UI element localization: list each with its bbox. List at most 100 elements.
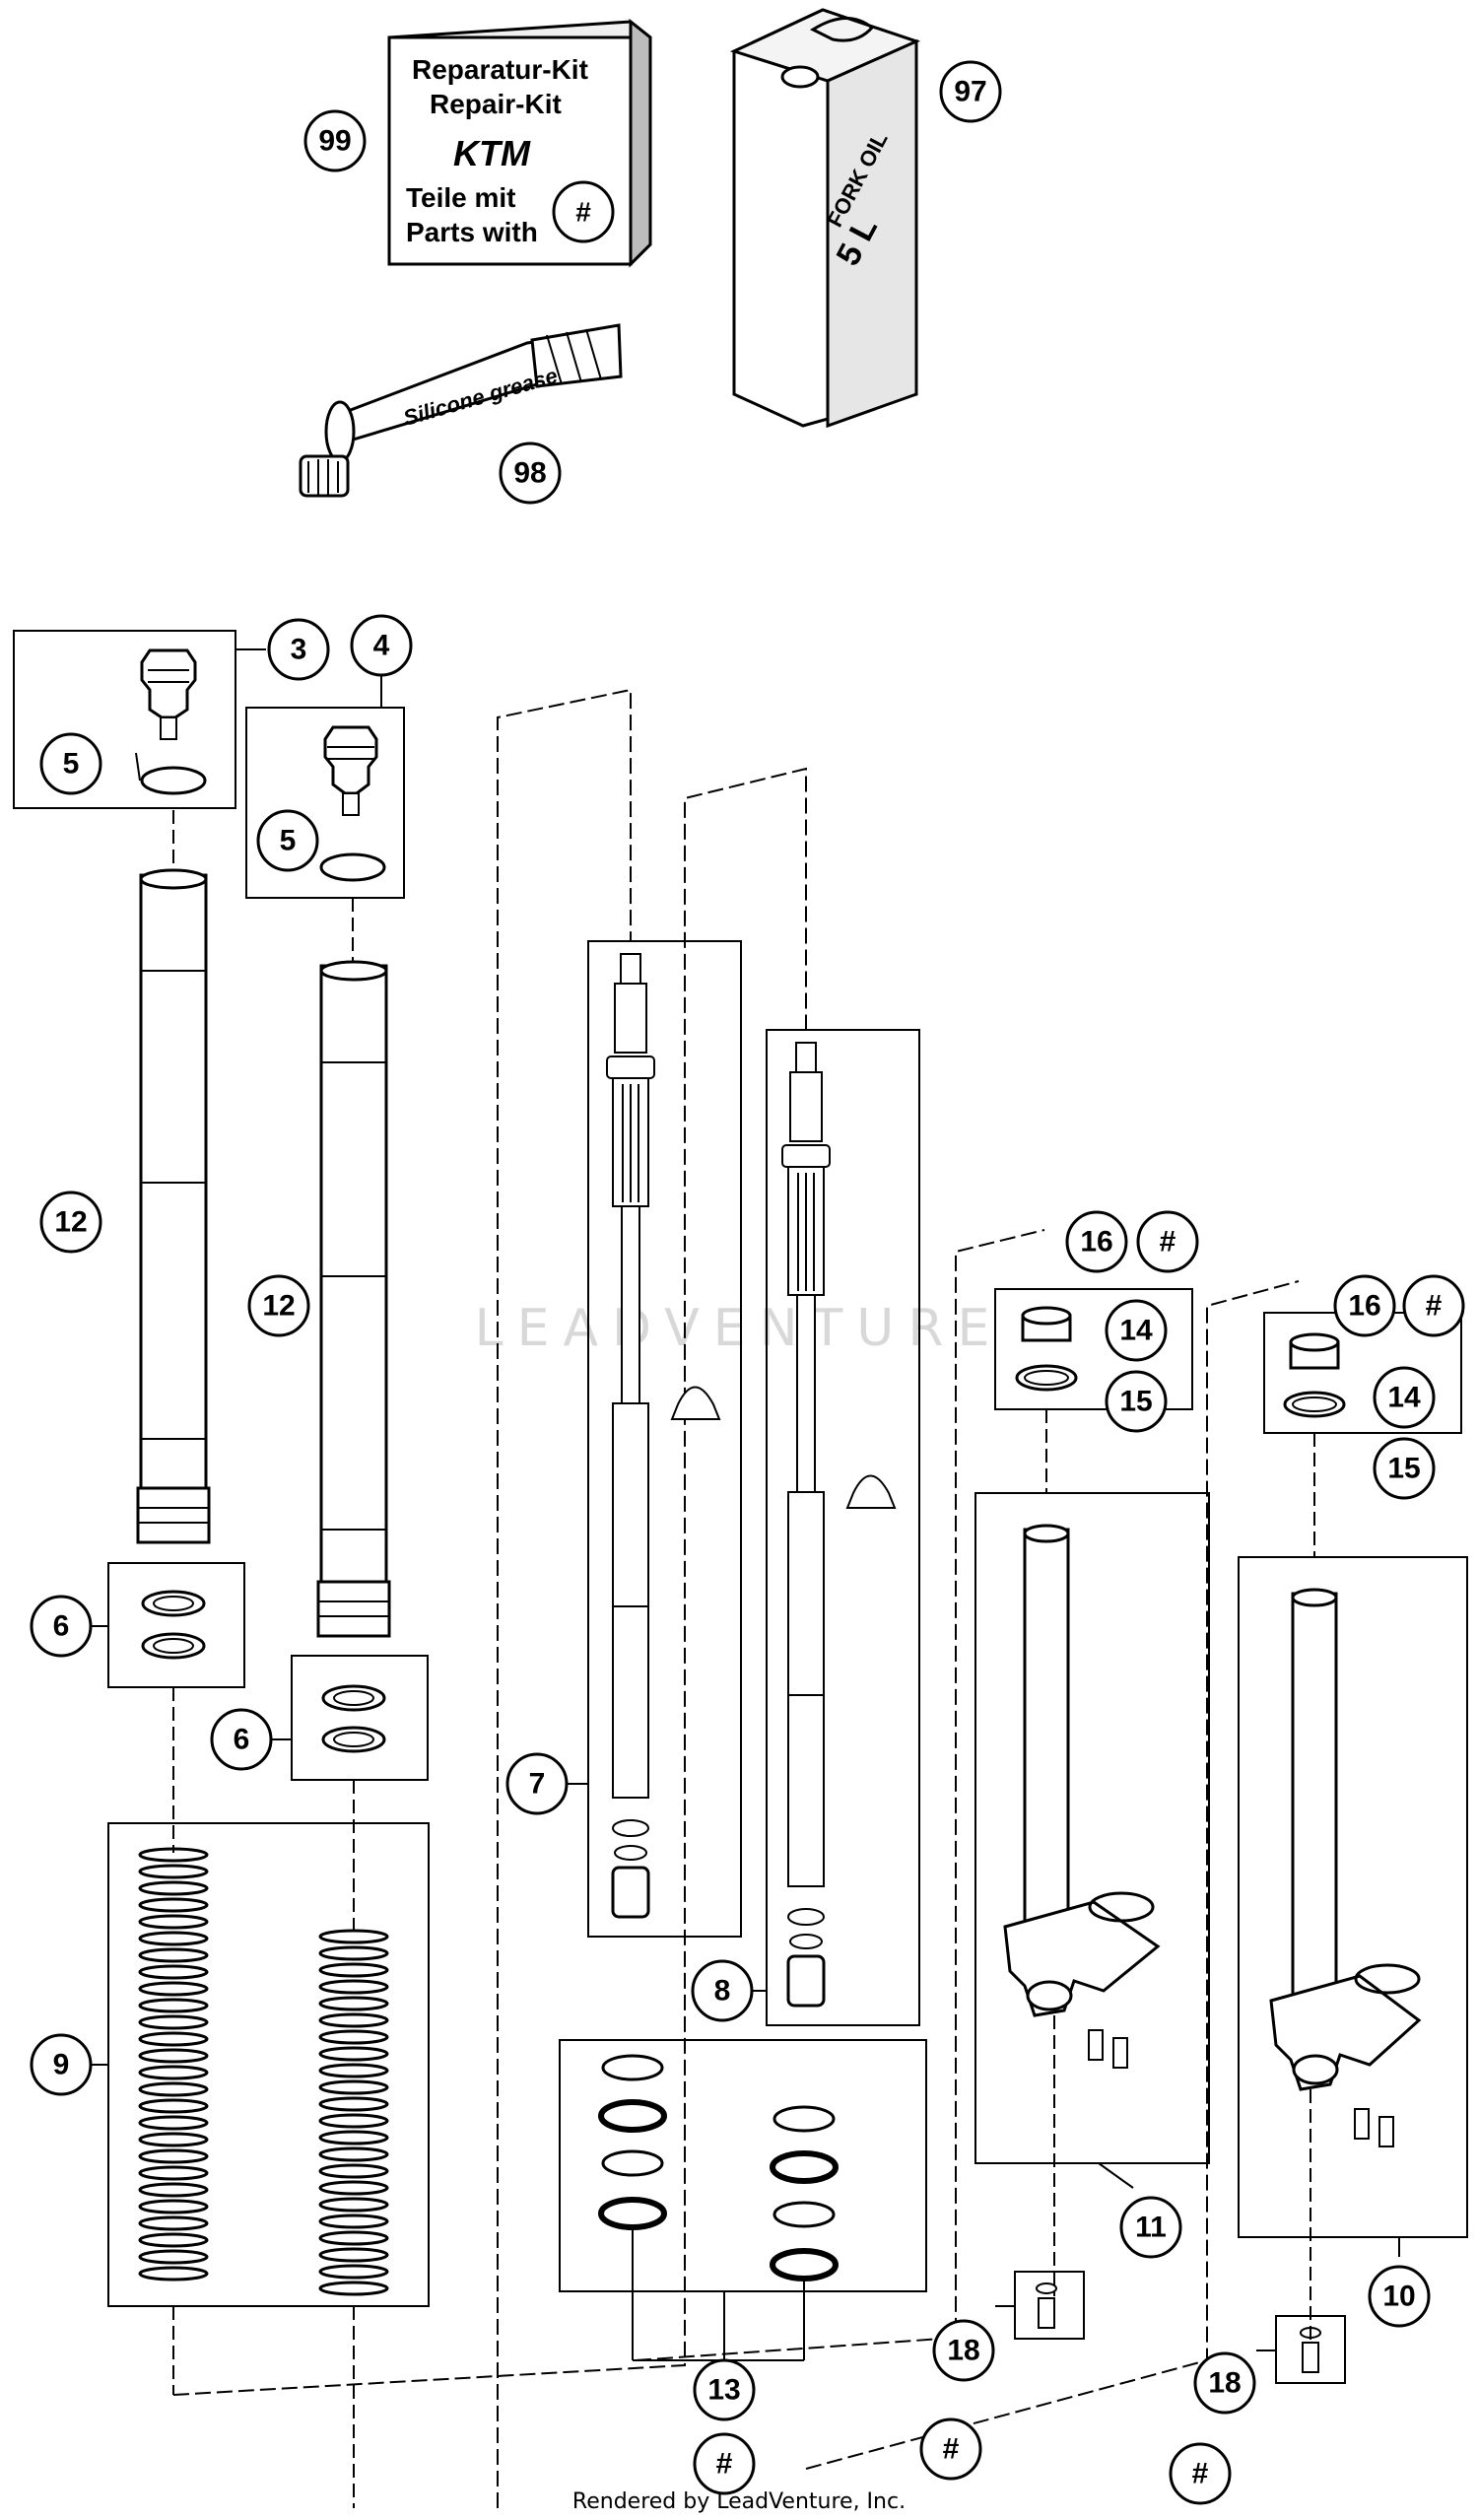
spring-coil xyxy=(138,2098,209,2114)
kit-hash: # xyxy=(575,197,591,228)
svg-text:11: 11 xyxy=(1135,2212,1167,2244)
callout-hash-16-a: # xyxy=(1136,1210,1199,1273)
spring-coil xyxy=(138,1931,209,1946)
callout-99: 99 xyxy=(303,109,367,172)
svg-text:6: 6 xyxy=(53,1610,70,1643)
spring-coil xyxy=(318,2214,389,2229)
spring-coil xyxy=(138,2249,209,2265)
callout-hash-c: # xyxy=(1169,2442,1232,2505)
svg-text:10: 10 xyxy=(1382,2281,1415,2313)
spring-coil xyxy=(138,2165,209,2181)
callout-11: 11 xyxy=(1119,2196,1182,2259)
callout-16-a: 16 xyxy=(1065,1210,1128,1273)
callout-97: 97 xyxy=(939,60,1002,123)
grease-tube: Silicone grease xyxy=(299,323,623,498)
callout-18-a: 18 xyxy=(932,2319,995,2382)
spring-coil xyxy=(318,2063,389,2078)
spring-coil xyxy=(318,2281,389,2296)
spring-coil xyxy=(318,2247,389,2263)
spring-coil xyxy=(318,2163,389,2179)
svg-text:16: 16 xyxy=(1348,1290,1380,1323)
callout-8: 8 xyxy=(691,1959,754,2022)
svg-text:#: # xyxy=(716,2448,733,2481)
svg-text:6: 6 xyxy=(234,1724,250,1756)
spring-coil xyxy=(138,2031,209,2047)
svg-text:12: 12 xyxy=(262,1290,295,1323)
svg-text:3: 3 xyxy=(291,634,307,666)
spring-coil xyxy=(138,2182,209,2198)
spring-coil xyxy=(138,1880,209,1896)
spring-coil xyxy=(138,2132,209,2147)
callout-16-b: 16 xyxy=(1333,1274,1396,1337)
ktm-logo: KTM xyxy=(453,133,531,173)
seal-kit xyxy=(559,2039,927,2361)
svg-text:12: 12 xyxy=(54,1206,87,1239)
svg-text:13: 13 xyxy=(707,2374,740,2407)
spring-coil xyxy=(318,1996,389,2011)
callout-hash-16-b: # xyxy=(1402,1274,1465,1337)
svg-text:97: 97 xyxy=(954,76,986,108)
spring-coil xyxy=(138,1864,209,1879)
spring-coil xyxy=(138,2014,209,2030)
kit-title-de: Reparatur-Kit xyxy=(412,54,588,85)
svg-text:14: 14 xyxy=(1387,1382,1421,1414)
svg-text:5: 5 xyxy=(280,825,297,857)
svg-text:99: 99 xyxy=(318,125,351,158)
callout-98: 98 xyxy=(499,442,562,505)
spring-coil xyxy=(318,1945,389,1961)
spring-coil xyxy=(318,2113,389,2129)
callout-3: 3 xyxy=(267,618,330,681)
callout-14-a: 14 xyxy=(1105,1299,1168,1362)
svg-text:#: # xyxy=(943,2433,960,2466)
kit-parts-en: Parts with xyxy=(406,217,538,247)
spring-coil xyxy=(138,2115,209,2131)
callouts: 99 97 98 3 4 5 5 12 12 6 6 9 7 8 16 # 14… xyxy=(30,60,1465,2505)
damping-cartridges xyxy=(172,688,920,2508)
spring-coil xyxy=(318,2130,389,2145)
callout-15-b: 15 xyxy=(1373,1437,1436,1500)
callout-5-b: 5 xyxy=(256,809,319,872)
spring-coil xyxy=(138,2048,209,2064)
svg-text:98: 98 xyxy=(513,457,546,490)
spring-coil xyxy=(318,2197,389,2213)
spring-coil xyxy=(138,1897,209,1913)
footer-credit: Rendered by LeadVenture, Inc. xyxy=(572,2489,906,2514)
callout-10: 10 xyxy=(1368,2265,1431,2328)
callout-15-a: 15 xyxy=(1105,1370,1168,1433)
svg-text:#: # xyxy=(1160,1226,1176,1259)
svg-text:14: 14 xyxy=(1119,1315,1153,1347)
callout-9: 9 xyxy=(30,2033,93,2096)
callout-18-b: 18 xyxy=(1193,2351,1256,2415)
spring-coil xyxy=(138,1981,209,1997)
kit-parts-de: Teile mit xyxy=(406,182,516,213)
spring-coil xyxy=(318,2046,389,2062)
left-fork-assembly xyxy=(13,630,266,1853)
watermark: LEADVENTURE xyxy=(475,1299,1004,1358)
spring-coil xyxy=(138,1914,209,1930)
spring-coil xyxy=(138,1964,209,1980)
spring-coil xyxy=(138,2081,209,2097)
svg-text:#: # xyxy=(1426,1290,1443,1323)
svg-text:16: 16 xyxy=(1080,1226,1112,1259)
kit-title-en: Repair-Kit xyxy=(430,89,562,119)
spring-coil xyxy=(318,2180,389,2196)
svg-text:15: 15 xyxy=(1119,1386,1152,1418)
spring-coil xyxy=(138,2232,209,2248)
fork-oil-can: FORK OIL 5 L xyxy=(729,8,921,429)
svg-text:7: 7 xyxy=(529,1768,546,1801)
svg-text:18: 18 xyxy=(1208,2367,1241,2400)
callout-4: 4 xyxy=(350,614,413,677)
spring-coil xyxy=(138,2199,209,2214)
spring-coil xyxy=(138,1998,209,2013)
callout-hash-a: # xyxy=(693,2432,756,2495)
spring-coil xyxy=(138,1947,209,1963)
fork-springs xyxy=(89,1822,430,2508)
spring-coil xyxy=(318,2146,389,2162)
outer-tube-assemblies xyxy=(635,1229,1468,2470)
spring-coil xyxy=(318,2079,389,2095)
callout-12-a: 12 xyxy=(39,1191,102,1254)
svg-text:8: 8 xyxy=(714,1975,731,2008)
spring-coil xyxy=(318,2029,389,2045)
spring-coil xyxy=(318,2230,389,2246)
callout-13: 13 xyxy=(693,2358,756,2421)
